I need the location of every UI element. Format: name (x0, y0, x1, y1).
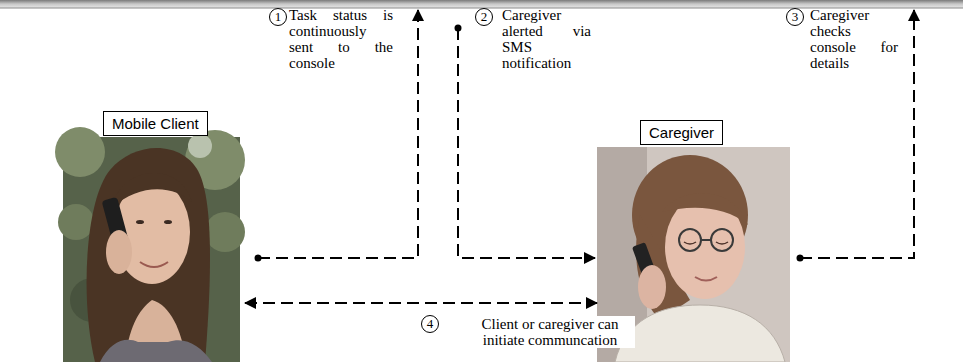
client-photo-part (100, 340, 212, 362)
actor-panel: Mobile Client (63, 111, 245, 362)
caregiver-photo-part (695, 277, 717, 281)
client-photo (55, 127, 245, 362)
callout-number: 3 (786, 8, 804, 26)
line-start-dots-part (255, 255, 262, 262)
line-start-dots-part (797, 255, 804, 262)
console-bar-part (0, 0, 963, 8)
client-photo-part (164, 220, 172, 224)
client-photo-part (140, 262, 168, 267)
console-bar (0, 0, 963, 8)
actor-label: Mobile Client (103, 111, 208, 136)
client-photo-part (58, 204, 94, 240)
client-photo-part (87, 148, 210, 362)
caregiver-photo-part (638, 265, 666, 309)
line-start-dots-part (455, 25, 462, 32)
step-note: Task status is continuously sent to the … (289, 7, 393, 71)
link-label: Client or caregiver can initiate communc… (465, 316, 635, 348)
step-note: Caregiver checks console for details (810, 7, 898, 71)
client-photo-part (136, 220, 144, 224)
caregiver-photo-part (716, 242, 728, 244)
caregiver-photo-part (679, 229, 701, 251)
callout-number: 2 (475, 8, 493, 26)
actor-label: Caregiver (640, 120, 723, 145)
client-photo-part (205, 212, 245, 252)
communication-link (245, 302, 597, 304)
caregiver-photo-part (615, 305, 785, 362)
caregiver-photo-part (701, 239, 711, 241)
caregiver-photo-part (684, 242, 696, 244)
callout-number: 1 (269, 8, 287, 26)
client-photo-part (188, 134, 212, 158)
client-photo-part (55, 127, 105, 177)
caregiver-photo-part (711, 229, 733, 251)
caregiver-photo-part (662, 193, 748, 225)
callout-number: 4 (421, 315, 439, 333)
client-photo-part (106, 230, 132, 274)
step-note: Caregiver alerted via SMS notification (502, 7, 591, 71)
client-photo-part (112, 173, 192, 208)
